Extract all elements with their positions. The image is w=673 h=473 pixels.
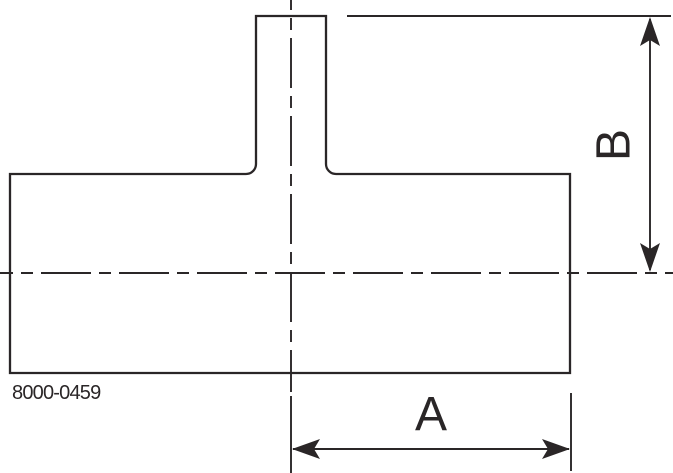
- tee-outline: [8, 14, 572, 375]
- part-number-label: 8000-0459: [12, 382, 101, 404]
- dim-b-down-arrowhead-icon: [640, 243, 660, 272]
- dim-b-label: B: [588, 129, 641, 161]
- dim-a-label: A: [415, 388, 447, 441]
- dim-b-up-arrowhead-icon: [640, 17, 660, 46]
- dim-a-right-arrowhead-icon: [542, 439, 570, 459]
- dim-a-left-arrowhead-icon: [292, 439, 320, 459]
